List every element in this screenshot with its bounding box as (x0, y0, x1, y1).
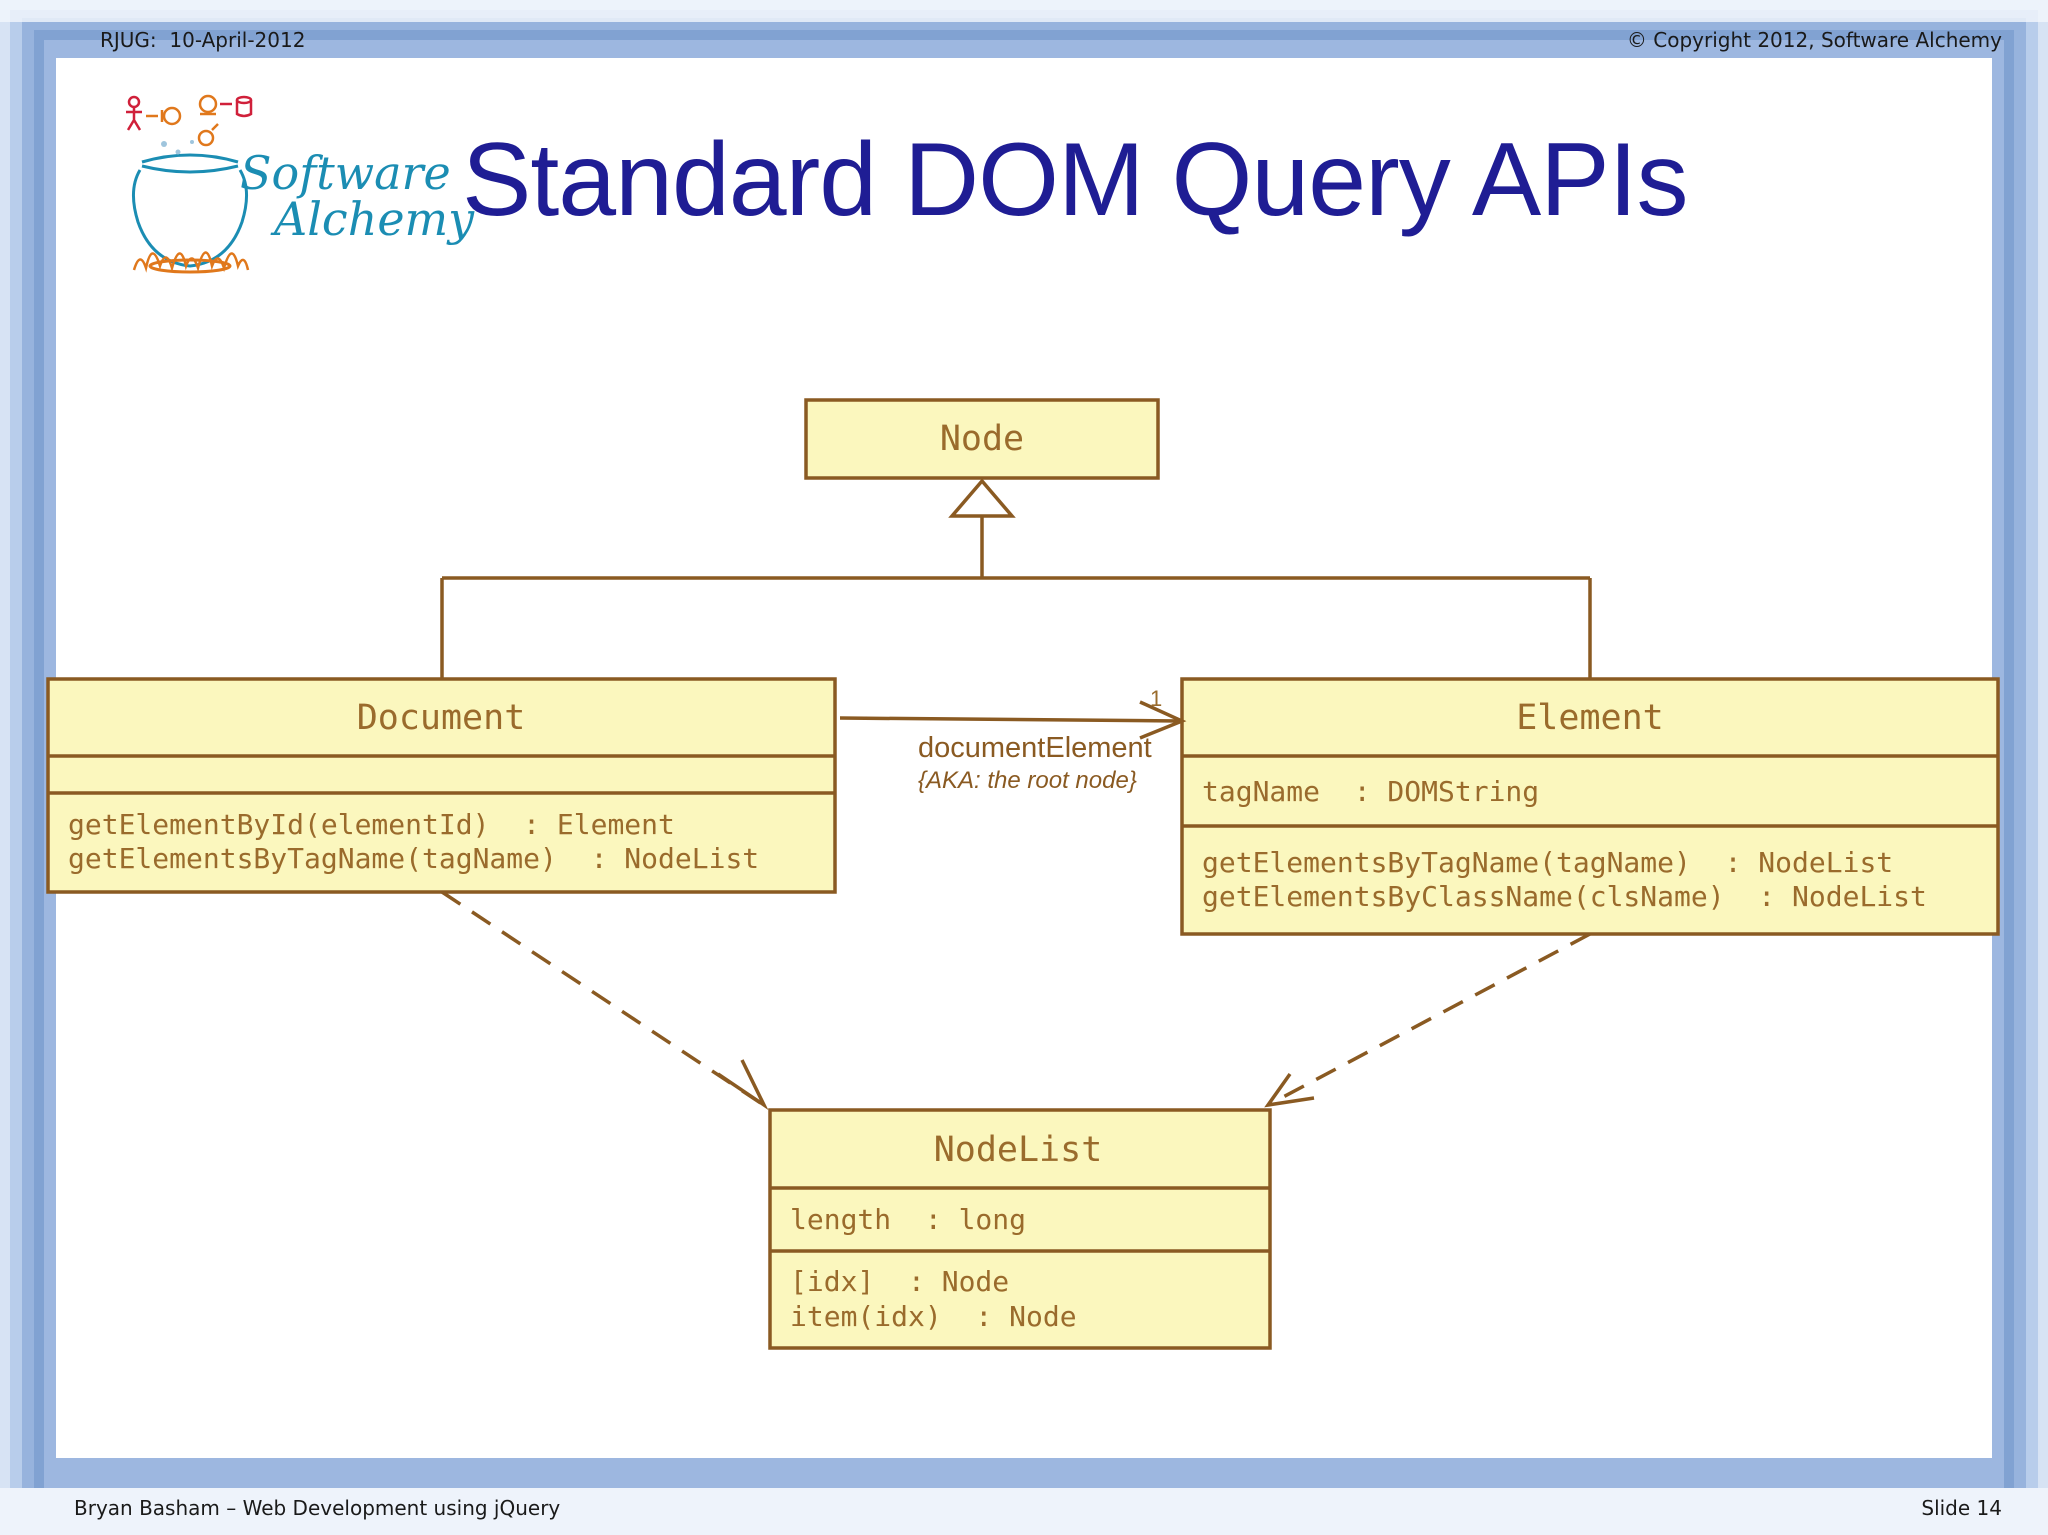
logo-line-1: Software (240, 146, 451, 200)
footer-right: Slide 14 (1921, 1496, 2002, 1520)
class-node: Node (804, 398, 1160, 480)
association-multiplicity: 1 (1150, 686, 1162, 711)
dependency-element-nodelist (1264, 932, 1591, 1108)
element-operation: getElementsByTagName(tagName) : NodeList (1202, 846, 1893, 879)
slide-title: Standard DOM Query APIs (462, 122, 1689, 238)
class-element: Element tagName : DOMString getElementsB… (1180, 677, 2000, 936)
footer-left: Bryan Basham – Web Development using jQu… (74, 1496, 561, 1520)
class-document: Document getElementById(elementId) : Ele… (46, 677, 837, 894)
logo-line-2: Alchemy (274, 192, 475, 246)
nodelist-operation: item(idx) : Node (790, 1300, 1077, 1333)
association-document-element: 1 documentElement {AKA: the root node} (839, 686, 1187, 794)
dependency-document-nodelist (441, 890, 769, 1111)
class-nodelist-name: NodeList (934, 1130, 1103, 1170)
nodelist-attribute: length : long (790, 1203, 1026, 1236)
element-attribute: tagName : DOMString (1202, 775, 1539, 808)
association-role: documentElement (918, 732, 1152, 764)
document-operation: getElementById(elementId) : Element (68, 808, 675, 841)
element-operation: getElementsByClassName(clsName) : NodeLi… (1202, 880, 1927, 913)
class-node-name: Node (940, 419, 1024, 459)
header-right: © Copyright 2012, Software Alchemy (1626, 28, 2002, 52)
association-note: {AKA: the root node} (918, 767, 1137, 794)
class-nodelist: NodeList length : long [idx] : Node item… (768, 1108, 1272, 1350)
class-document-name: Document (357, 698, 526, 738)
cauldron-logo-icon (126, 94, 253, 274)
generalization-lines (440, 478, 1592, 679)
document-operation: getElementsByTagName(tagName) : NodeList (68, 842, 759, 875)
class-element-name: Element (1516, 698, 1664, 738)
nodelist-operation: [idx] : Node (790, 1265, 1009, 1298)
logo-text: Software Alchemy (240, 150, 474, 242)
header-left: RJUG: 10-April-2012 (100, 28, 306, 52)
